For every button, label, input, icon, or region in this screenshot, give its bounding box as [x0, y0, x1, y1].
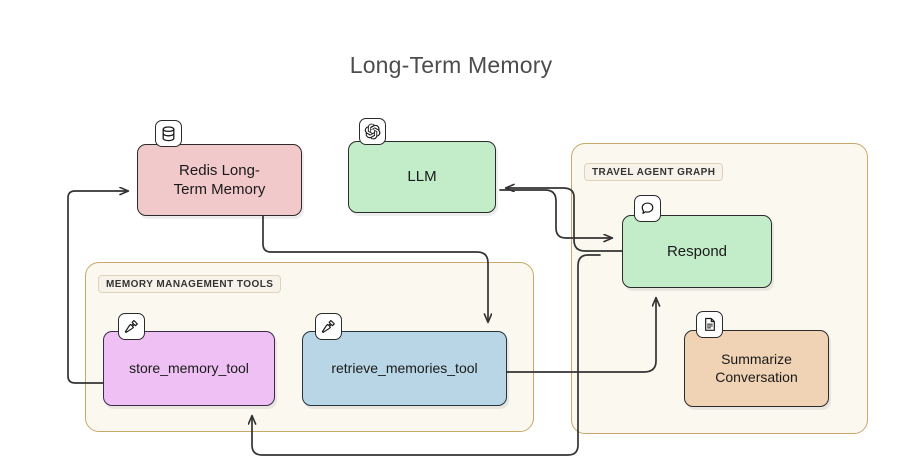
node-label-store-memory-tool: store_memory_tool — [129, 359, 249, 376]
node-llm[interactable]: LLM — [348, 141, 496, 213]
node-label-respond: Respond — [666, 242, 728, 260]
node-store-memory-tool[interactable]: store_memory_tool — [103, 331, 275, 406]
tool-hammer-icon — [315, 313, 342, 340]
tool-hammer-icon — [118, 313, 145, 340]
node-summarize-conversation[interactable]: Summarize Conversation — [684, 330, 829, 407]
page-title: Long-Term Memory — [349, 52, 553, 78]
node-label-retrieve-memories-tool: retrieve_memories_tool — [331, 359, 478, 376]
database-icon — [155, 120, 182, 147]
group-label-memory-management-tools: MEMORY MANAGEMENT TOOLS — [98, 275, 282, 293]
node-respond[interactable]: Respond — [622, 215, 772, 288]
node-label-summarize-conversation: Summarize Conversation — [715, 350, 798, 385]
openai-icon — [359, 118, 386, 145]
node-redis-long-term-memory[interactable]: Redis Long- Term Memory — [137, 144, 302, 216]
node-label-redis-long-term-memory: Redis Long- Term Memory — [173, 161, 266, 198]
group-label-travel-agent-graph: TRAVEL AGENT GRAPH — [584, 163, 724, 181]
document-icon — [696, 311, 723, 338]
chat-bubble-icon — [634, 195, 661, 222]
node-label-llm: LLM — [407, 168, 437, 186]
node-retrieve-memories-tool[interactable]: retrieve_memories_tool — [302, 331, 507, 406]
